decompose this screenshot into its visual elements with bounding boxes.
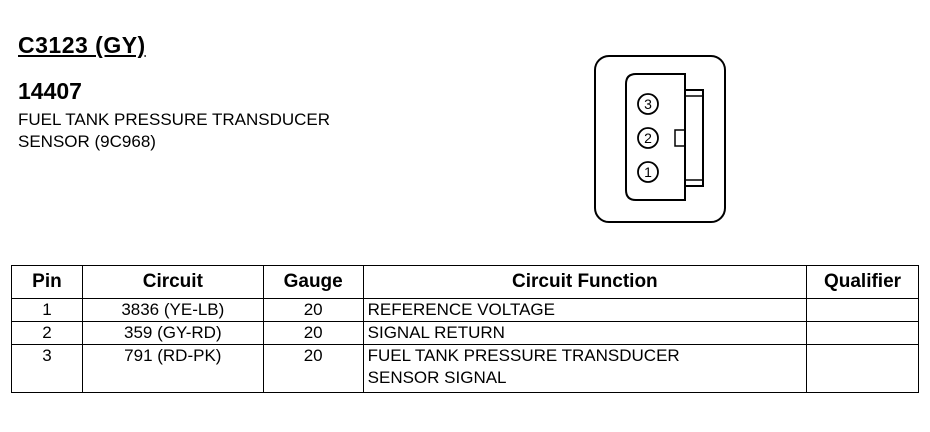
pin-label-1: 1 (644, 164, 652, 180)
cell-gauge: 20 (262, 298, 364, 322)
pin-label-3: 3 (644, 96, 652, 112)
header-qualifier: Qualifier (806, 265, 919, 299)
pin-label-2: 2 (644, 130, 652, 146)
table-header-row: Pin Circuit Gauge Circuit Function Quali… (11, 265, 919, 299)
cell-pin: 2 (11, 321, 83, 345)
connector-inner-body (625, 73, 686, 201)
part-number: 14407 (18, 78, 82, 104)
component-description: FUEL TANK PRESSURE TRANSDUCER SENSOR (9C… (18, 109, 330, 153)
cell-function: REFERENCE VOLTAGE (362, 298, 808, 322)
connector-face-diagram: 3 2 1 (594, 55, 726, 223)
cell-pin: 1 (11, 298, 83, 322)
pinout-table: Pin Circuit Gauge Circuit Function Quali… (11, 265, 919, 393)
connector-latch (684, 89, 704, 187)
header-circuit: Circuit (81, 265, 264, 299)
header-gauge: Gauge (262, 265, 364, 299)
cell-qualifier (806, 298, 919, 322)
component-description-line-1: FUEL TANK PRESSURE TRANSDUCER (18, 110, 331, 129)
pin-cavity-1 (637, 161, 659, 183)
header-pin: Pin (11, 265, 83, 299)
cell-circuit: 791 (RD-PK) (81, 344, 264, 393)
header-circuit-function: Circuit Function (362, 265, 808, 299)
table-row: 1 3836 (YE-LB) 20 REFERENCE VOLTAGE (11, 298, 919, 322)
cell-circuit: 3836 (YE-LB) (81, 298, 264, 322)
cell-pin: 3 (11, 344, 83, 393)
cell-gauge: 20 (262, 344, 364, 393)
cell-circuit: 359 (GY-RD) (81, 321, 264, 345)
cell-function: SIGNAL RETURN (362, 321, 808, 345)
cell-function-line-1: FUEL TANK PRESSURE TRANSDUCER (367, 346, 680, 365)
pin-cavity-2 (637, 127, 659, 149)
connector-id: C3123 (GY) (18, 32, 146, 58)
cell-function-line-2: SENSOR SIGNAL (367, 368, 507, 387)
component-description-line-2: SENSOR (9C968) (18, 132, 156, 151)
connector-latch-tab (674, 129, 686, 147)
table-row: 3 791 (RD-PK) 20 FUEL TANK PRESSURE TRAN… (11, 344, 919, 393)
cell-gauge: 20 (262, 321, 364, 345)
connector-outer-housing (594, 55, 726, 223)
cell-function: FUEL TANK PRESSURE TRANSDUCER SENSOR SIG… (362, 344, 808, 393)
pin-cavity-3 (637, 93, 659, 115)
cell-qualifier (806, 344, 919, 393)
table-row: 2 359 (GY-RD) 20 SIGNAL RETURN (11, 321, 919, 345)
cell-qualifier (806, 321, 919, 345)
